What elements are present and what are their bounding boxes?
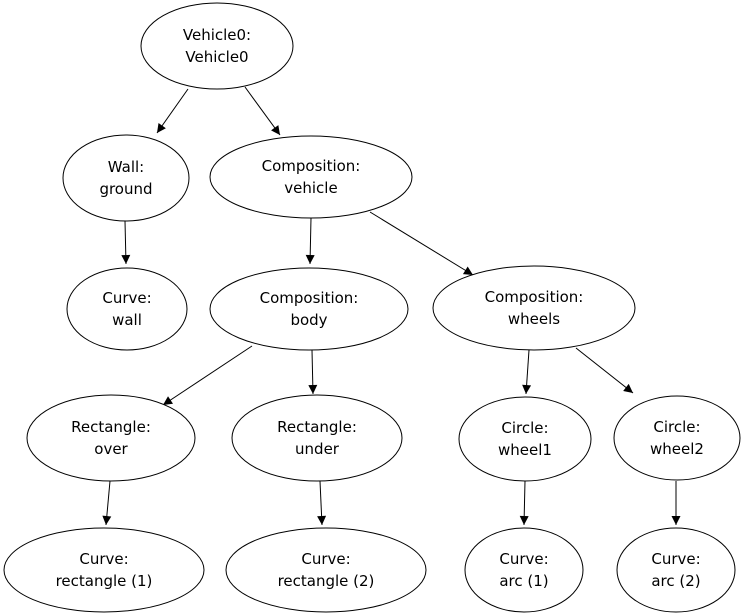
edge-comp-body-to-rect-over [162, 345, 253, 406]
node-circle-wheel2: Circle: wheel2 [613, 395, 741, 481]
node-curve-rect1-label-line2: rectangle (1) [56, 572, 153, 590]
node-comp-body: Composition: body [209, 267, 409, 351]
edge-comp-vehicle-to-comp-body [305, 217, 315, 265]
node-curve-rect1: Curve: rectangle (1) [3, 527, 205, 613]
edge-comp-wheels-to-circle-wheel2 [575, 347, 634, 394]
node-comp-wheels-label-line1: Composition: [485, 288, 584, 306]
edge-vehicle0-to-wall-ground [156, 88, 189, 134]
node-curve-arc2: Curve: arc (2) [616, 527, 736, 613]
node-curve-wall-label-line1: Curve: [102, 289, 151, 307]
edges-layer [102, 86, 681, 526]
node-rect-over-ellipse [26, 394, 196, 482]
node-comp-body-ellipse [209, 267, 409, 351]
node-comp-wheels-ellipse [432, 265, 636, 351]
edge-comp-body-to-rect-under [308, 349, 318, 395]
node-curve-rect1-label-line1: Curve: [79, 550, 128, 568]
node-comp-body-label-line1: Composition: [260, 289, 359, 307]
node-comp-wheels-label-line2: wheels [508, 310, 560, 328]
node-curve-wall-ellipse [66, 267, 188, 351]
node-vehicle0-ellipse [140, 2, 294, 90]
node-comp-wheels: Composition: wheels [432, 265, 636, 351]
node-comp-vehicle-ellipse [209, 135, 413, 219]
node-curve-wall-label-line2: wall [112, 311, 142, 329]
node-circle-wheel2-label-line1: Circle: [653, 418, 700, 436]
node-curve-arc2-label-line1: Curve: [651, 550, 700, 568]
node-comp-vehicle-label-line2: vehicle [284, 179, 337, 197]
node-vehicle0-label-line1: Vehicle0: [183, 26, 251, 44]
node-comp-vehicle-label-line1: Composition: [262, 157, 361, 175]
node-curve-arc1-ellipse [464, 527, 584, 613]
node-circle-wheel2-label-line2: wheel2 [650, 440, 704, 458]
node-rect-over-label-line2: over [94, 440, 128, 458]
node-comp-body-label-line2: body [290, 311, 327, 329]
node-curve-rect2-ellipse [225, 527, 427, 613]
node-circle-wheel1-label-line1: Circle: [501, 419, 548, 437]
node-curve-arc1-label-line2: arc (1) [499, 572, 548, 590]
node-rect-under-label-line1: Rectangle: [277, 418, 357, 436]
nodes-layer: Vehicle0:Vehicle0Wall:groundComposition:… [3, 2, 741, 613]
node-curve-arc2-label-line2: arc (2) [651, 572, 700, 590]
node-circle-wheel1-ellipse [458, 396, 592, 482]
node-curve-rect2-label-line2: rectangle (2) [278, 572, 375, 590]
node-circle-wheel2-ellipse [613, 395, 741, 481]
edge-wall-ground-to-curve-wall [121, 220, 131, 265]
node-circle-wheel1: Circle: wheel1 [458, 396, 592, 482]
node-curve-rect1-ellipse [3, 527, 205, 613]
edge-circle-wheel1-to-curve-arc1 [519, 480, 529, 526]
node-wall-ground: Wall: ground [62, 134, 190, 222]
node-vehicle0: Vehicle0: Vehicle0 [140, 2, 294, 90]
node-rect-under: Rectangle: under [231, 394, 403, 482]
node-vehicle0-label-line2: Vehicle0 [185, 48, 248, 66]
node-curve-rect2-label-line1: Curve: [301, 550, 350, 568]
node-rect-under-label-line2: under [295, 440, 340, 458]
node-curve-wall: Curve: wall [66, 267, 188, 351]
node-curve-rect2: Curve: rectangle (2) [225, 527, 427, 613]
edge-vehicle0-to-comp-vehicle [244, 86, 281, 136]
node-curve-arc1-label-line1: Curve: [499, 550, 548, 568]
edge-rect-over-to-curve-rect1 [102, 480, 112, 526]
edge-comp-vehicle-to-comp-wheels [369, 211, 474, 276]
node-curve-arc2-ellipse [616, 527, 736, 613]
node-circle-wheel1-label-line2: wheel1 [498, 441, 552, 459]
node-wall-ground-label-line1: Wall: [108, 158, 144, 176]
node-rect-over: Rectangle: over [26, 394, 196, 482]
node-comp-vehicle: Composition: vehicle [209, 135, 413, 219]
node-rect-over-label-line1: Rectangle: [71, 418, 151, 436]
node-wall-ground-ellipse [62, 134, 190, 222]
node-rect-under-ellipse [231, 394, 403, 482]
edge-comp-wheels-to-circle-wheel1 [522, 349, 532, 395]
edge-rect-under-to-curve-rect2 [317, 480, 327, 526]
node-wall-ground-label-line2: ground [99, 180, 152, 198]
node-curve-arc1: Curve: arc (1) [464, 527, 584, 613]
